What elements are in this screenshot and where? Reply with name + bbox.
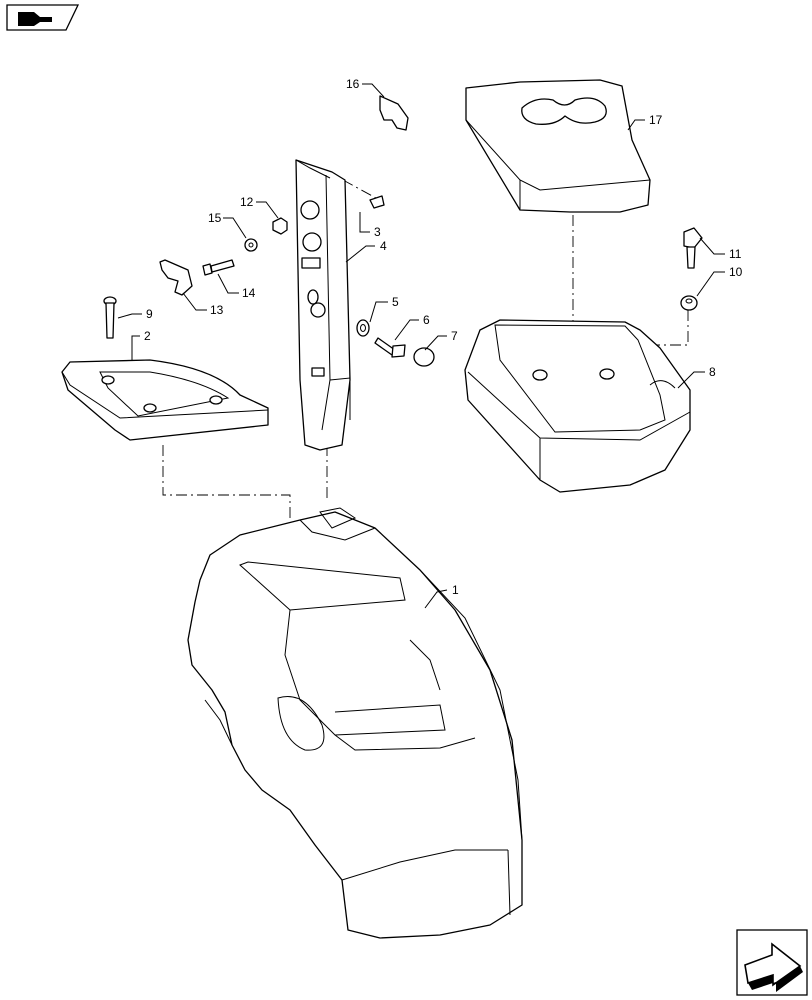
callout-9: 9: [146, 307, 153, 321]
callout-2: 2: [144, 329, 151, 343]
part-10-washer: [680, 295, 698, 311]
callout-7: 7: [451, 329, 458, 343]
callout-8: 8: [709, 365, 716, 379]
callout-4: 4: [380, 239, 387, 253]
book-arrow-icon[interactable]: [6, 4, 80, 31]
part-4-bracket: [295, 159, 351, 451]
callout-14: 14: [242, 286, 256, 300]
part-15-washer: [244, 238, 258, 252]
next-page-arrow-icon[interactable]: [736, 929, 808, 996]
part-9-screw: [103, 296, 117, 339]
part-17-cover: [465, 79, 651, 213]
callout-10: 10: [729, 265, 743, 279]
part-8-box-tray: [464, 319, 691, 493]
part-1-console-housing: [187, 507, 523, 939]
callout-labels: 1 2 3 4 5 6 7 8 9 10 11 12 13 14 15 16 1…: [144, 77, 743, 597]
part-6-bolt: [374, 337, 406, 358]
callout-16: 16: [346, 77, 360, 91]
part-11-bolt: [683, 227, 703, 269]
part-16-clip: [379, 95, 409, 131]
callout-13: 13: [210, 303, 224, 317]
part-12-nut: [272, 217, 288, 235]
callout-11: 11: [729, 247, 742, 261]
callout-5: 5: [392, 295, 399, 309]
callout-15: 15: [208, 211, 222, 225]
part-2-plate: [61, 359, 269, 441]
part-3-screw: [369, 195, 385, 209]
callout-6: 6: [423, 313, 430, 327]
callout-3: 3: [374, 225, 381, 239]
part-7-cap: [413, 347, 435, 367]
part-13-clip: [159, 259, 193, 296]
callout-17: 17: [649, 113, 663, 127]
callout-12: 12: [240, 195, 254, 209]
part-5-washer: [356, 319, 370, 337]
leader-lines: [117, 83, 725, 609]
part-14-bolt: [202, 259, 235, 276]
callout-1: 1: [452, 583, 459, 597]
